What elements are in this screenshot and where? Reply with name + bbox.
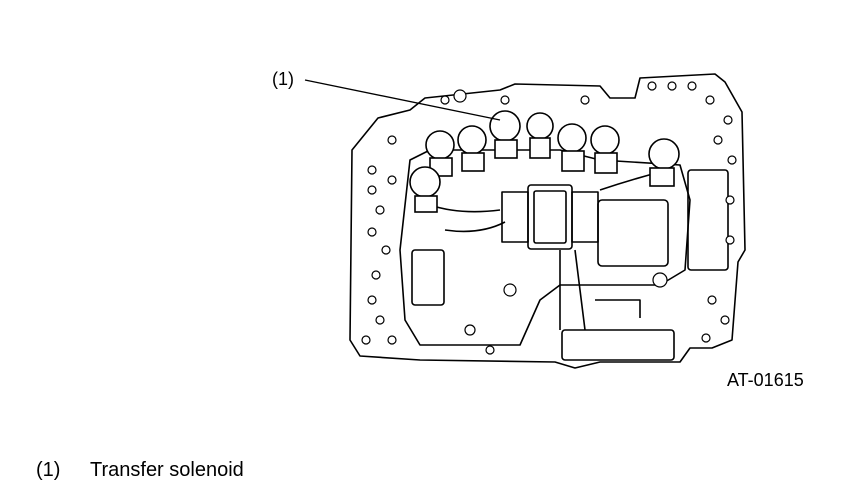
- legend: (1) Transfer solenoid: [36, 459, 244, 481]
- callout-label: (1): [272, 69, 294, 89]
- lower-right-block: [597, 199, 669, 267]
- valve-body-outline: [349, 73, 746, 369]
- legend-number: (1): [36, 459, 61, 481]
- control-valve-illustration: [304, 73, 746, 369]
- solenoid: [557, 123, 587, 172]
- figure-id: AT-01615: [727, 370, 804, 390]
- solenoid: [590, 125, 620, 174]
- transfer-solenoid: [489, 110, 521, 159]
- solenoid: [648, 138, 680, 187]
- left-side-plate: [411, 249, 445, 306]
- right-panel: [687, 169, 729, 271]
- solenoid: [526, 112, 554, 159]
- bottom-connector: [561, 329, 675, 361]
- legend-item: (1) Transfer solenoid: [36, 459, 244, 481]
- inner-plate: [399, 149, 691, 346]
- bolt-holes: [361, 81, 737, 355]
- solenoid: [409, 166, 441, 213]
- solenoid: [457, 125, 487, 172]
- callout-leader: [304, 79, 501, 121]
- legend-label: Transfer solenoid: [90, 459, 244, 481]
